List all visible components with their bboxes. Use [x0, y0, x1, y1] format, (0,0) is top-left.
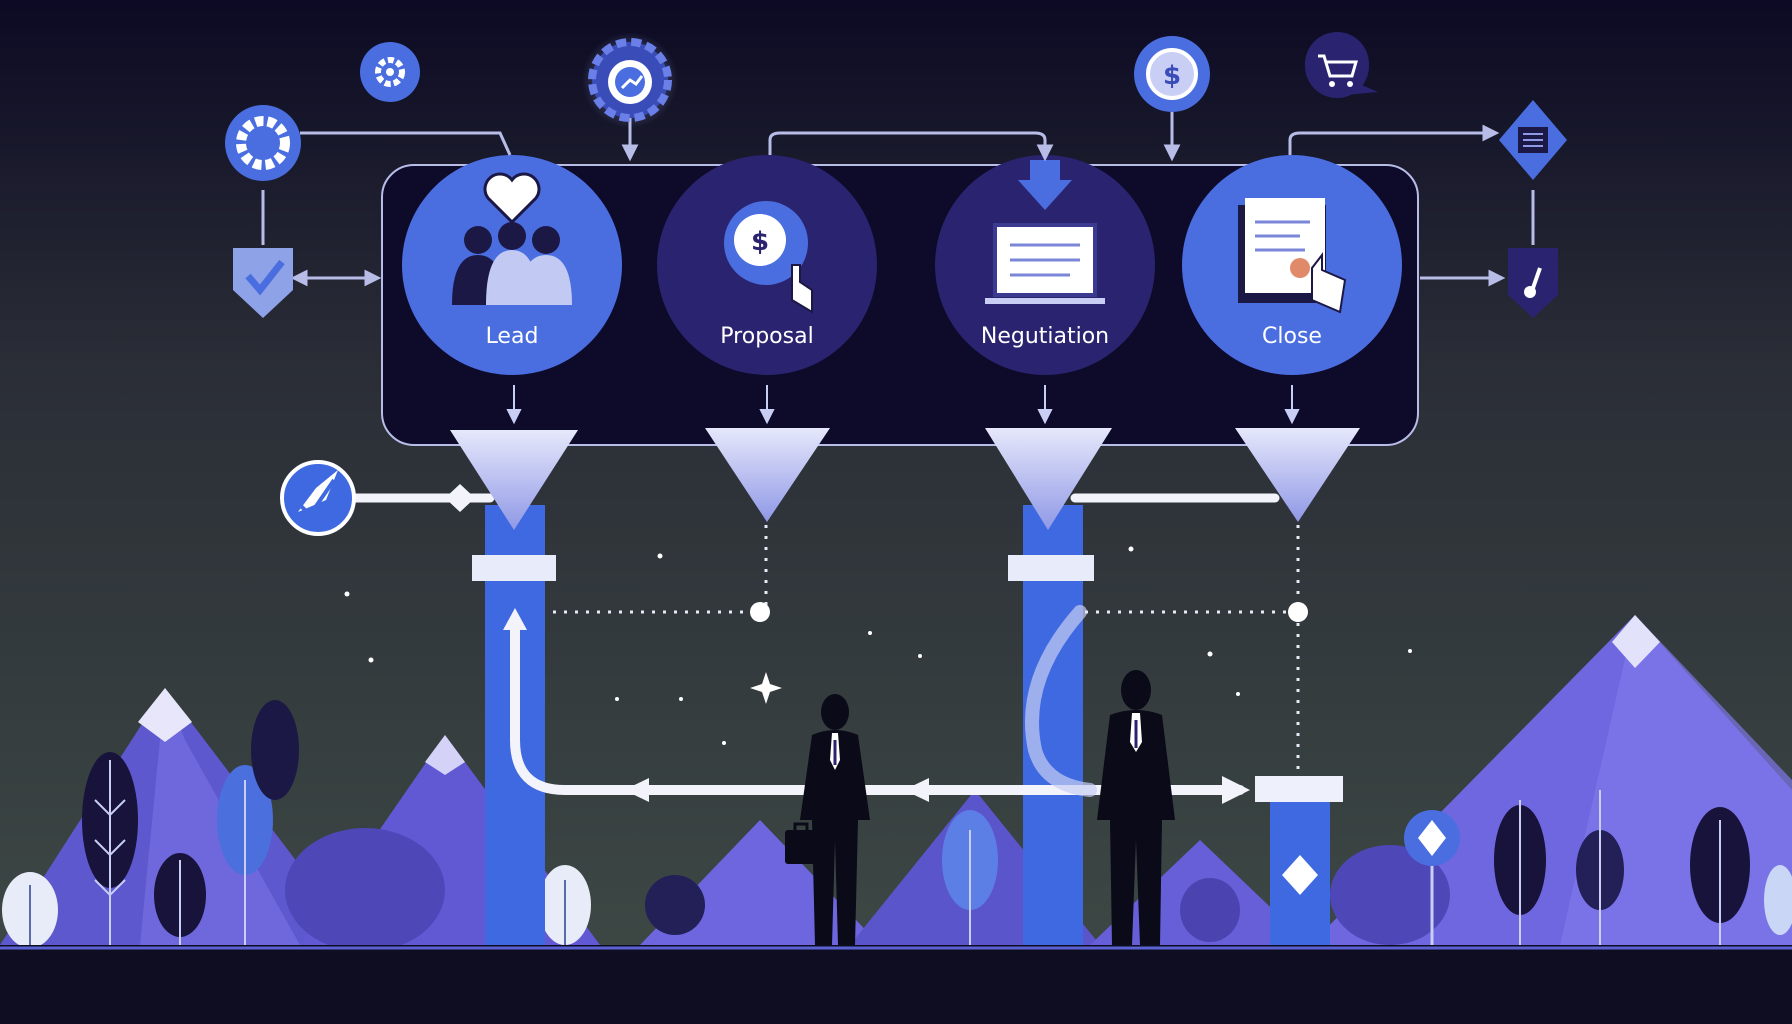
stage-down-arrows: [506, 385, 1300, 425]
diamond-sign: [1404, 810, 1460, 945]
ground: [0, 945, 1792, 1024]
stage-lead[interactable]: Lead: [402, 155, 622, 375]
stage-panel: [381, 164, 1419, 446]
gear-icon: [225, 105, 301, 181]
connector-nodes: [750, 602, 1308, 622]
pillars: [472, 505, 1343, 945]
stage-negotiation[interactable]: Negutiation: [935, 155, 1155, 375]
heart-people-icon: [452, 172, 572, 305]
icon-connectors: [261, 108, 1535, 287]
stage-label-lead: Lead: [486, 324, 539, 349]
gauge-gear-icon: [582, 32, 678, 128]
cart-bubble-icon: [1304, 32, 1378, 98]
businessman-with-briefcase: [785, 694, 870, 945]
document-hand-icon: [1238, 198, 1347, 314]
stage-label-close: Close: [1262, 324, 1322, 349]
stage-close[interactable]: Close: [1182, 155, 1402, 375]
funnels: [450, 428, 1360, 530]
laptop-arrow-icon: [985, 160, 1105, 304]
stars: [344, 546, 1412, 745]
dollar-coin-icon: $: [1134, 36, 1210, 112]
key-shield-icon: [1508, 248, 1558, 318]
check-shield-icon: [233, 248, 293, 318]
businessman-standing: [1097, 670, 1175, 945]
dollar-coin-click-icon: $: [724, 201, 813, 314]
svg-text:$: $: [751, 227, 769, 257]
stage-label-proposal: Proposal: [720, 324, 813, 349]
flow-lines: [340, 484, 1280, 804]
gear-icon: [360, 42, 420, 102]
svg-text:$: $: [1163, 61, 1181, 91]
stage-proposal[interactable]: $ Proposal: [657, 155, 877, 375]
stage-label-negotiation: Negutiation: [981, 324, 1109, 349]
trees: [2, 700, 1792, 952]
document-diamond-icon: [1499, 100, 1567, 180]
check-circle-icon: [280, 460, 356, 536]
